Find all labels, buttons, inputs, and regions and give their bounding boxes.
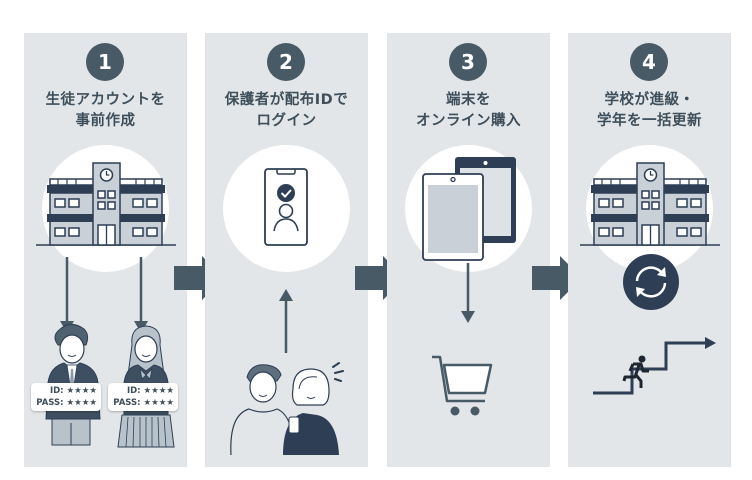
credential-password: PASS: ★★★★ xyxy=(113,398,174,408)
step-title-line: 保護者が配布IDで xyxy=(224,92,349,108)
step-panel-1: 1 生徒アカウントを 事前作成 xyxy=(24,33,187,467)
step-title-line: 学校が進級・ xyxy=(604,92,695,108)
step-title-line: オンライン購入 xyxy=(416,113,521,129)
step-number-badge: 3 xyxy=(449,43,487,81)
step-title-line: 生徒アカウントを xyxy=(45,92,166,108)
step-title: 学校が進級・ 学年を一括更新 xyxy=(568,90,731,132)
step-title: 生徒アカウントを 事前作成 xyxy=(24,90,187,132)
step-number-badge: 1 xyxy=(86,43,124,81)
refresh-icon xyxy=(623,254,679,310)
shopping-cart-icon xyxy=(432,355,493,416)
step-panel-4: 4 学校が進級・ 学年を一括更新 xyxy=(568,33,731,467)
credential-id: ID: ★★★★ xyxy=(49,386,97,396)
parents-illustration xyxy=(230,362,344,456)
step-panel-3: 3 端末を オンライン購入 xyxy=(387,33,550,467)
step-title-line: 事前作成 xyxy=(75,113,136,129)
step-panel-2: 2 保護者が配布IDで ログイン xyxy=(205,33,368,467)
smartphone-login-icon xyxy=(264,168,308,246)
credential-password: PASS: ★★★★ xyxy=(36,398,97,408)
down-arrow-icon xyxy=(134,257,148,333)
step-number-badge: 2 xyxy=(267,43,305,81)
step-title-line: ログイン xyxy=(256,113,317,129)
up-arrow-icon xyxy=(279,289,293,353)
stairs-progress-icon xyxy=(593,337,716,395)
step-title: 端末を オンライン購入 xyxy=(387,90,550,132)
step-title: 保護者が配布IDで ログイン xyxy=(205,90,368,132)
credential-label: ID: ★★★★ PASS: ★★★★ xyxy=(108,383,178,411)
school-building-icon xyxy=(36,162,176,246)
tablet-icon xyxy=(422,157,516,261)
down-arrow-icon xyxy=(461,263,475,323)
running-person-icon xyxy=(622,355,649,388)
step-title-line: 学年を一括更新 xyxy=(597,113,702,129)
step-number-badge: 4 xyxy=(630,43,668,81)
credential-label: ID: ★★★★ PASS: ★★★★ xyxy=(31,383,101,411)
step-title-line: 端末を xyxy=(446,92,491,108)
credential-id: ID: ★★★★ xyxy=(126,386,174,396)
school-building-icon xyxy=(580,162,720,246)
down-arrow-icon xyxy=(60,257,74,333)
